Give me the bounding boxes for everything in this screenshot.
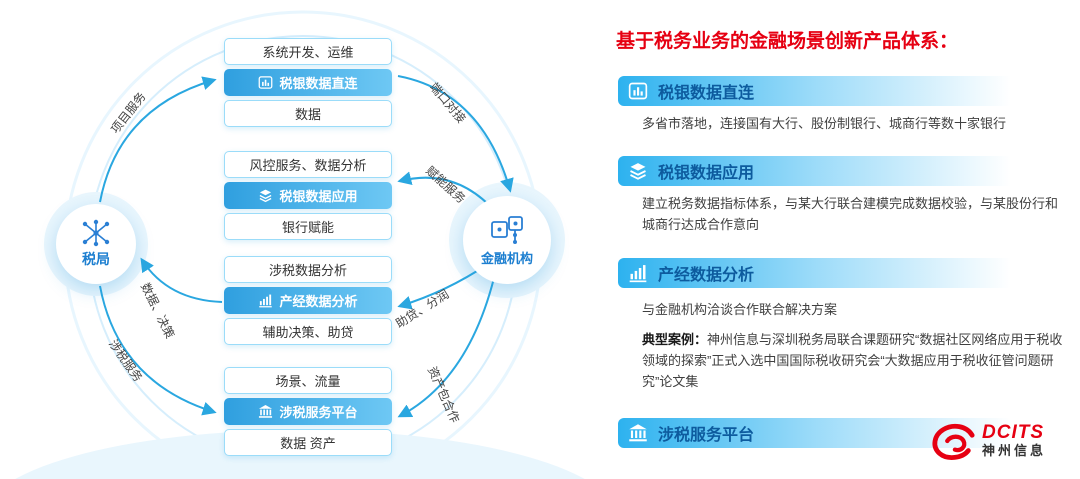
section-title-tax-platform: 涉税服务平台 — [658, 427, 755, 444]
tax-bureau-label: 税局 — [82, 251, 110, 267]
bar-chart-icon — [628, 263, 648, 283]
arrow-tax-to-card1 — [99, 76, 217, 203]
arrow-finance-to-card4 — [397, 277, 495, 418]
logo-name: 神州信息 — [982, 443, 1047, 459]
case-label: 典型案例： — [642, 332, 708, 347]
section-header-direct-link: 税银数据直连 — [618, 76, 1064, 106]
card2-mid-label: 税银数据应用 — [279, 189, 358, 204]
card4-bottom-row: 数据 资产 — [224, 429, 392, 456]
section-body-direct-link: 多省市落地，连接国有大行、股份制银行、城商行等数十家银行 — [642, 116, 1007, 131]
card-tax-service-platform: 场景、流量 涉税服务平台 数据 资产 — [224, 367, 392, 456]
tax-bureau-node: 税局 — [56, 204, 136, 284]
section-header-data-application: 税银数据应用 — [618, 156, 1064, 186]
card1-mid-label: 税银数据直连 — [279, 76, 358, 91]
card-industry-data-analysis: 涉税数据分析 产经数据分析 辅助决策、助贷 — [224, 256, 392, 345]
financial-institution-node: 金融机构 — [463, 196, 551, 284]
card3-mid-label: 产经数据分析 — [279, 294, 358, 309]
case-paragraph: 典型案例：神州信息与深圳税务局联合课题研究“数据社区网络应用于税收领域的探索”正… — [642, 330, 1068, 392]
dcits-swirl-icon — [932, 423, 975, 460]
card1-top-row: 系统开发、运维 — [224, 38, 392, 65]
card-tax-bank-data-application: 风控服务、数据分析 税银数据应用 银行赋能 — [224, 151, 392, 240]
card3-mid-row: 产经数据分析 — [224, 287, 392, 314]
panel-title: 基于税务业务的金融场景创新产品体系： — [616, 31, 959, 52]
card2-bottom-row: 银行赋能 — [224, 213, 392, 240]
card2-mid-row: 税银数据应用 — [224, 182, 392, 209]
card3-top-row: 涉税数据分析 — [224, 256, 392, 283]
flow-arrows — [99, 75, 514, 418]
card4-top-row: 场景、流量 — [224, 367, 392, 394]
card1-mid-row: 税银数据直连 — [224, 69, 392, 96]
card1-bottom-row: 数据 — [224, 100, 392, 127]
arrow-card1-to-finance — [397, 75, 514, 193]
bar-chart-box-icon — [628, 81, 648, 101]
company-logo: DCITS 神州信息 — [930, 421, 1046, 461]
section-body-data-application: 建立税务数据指标体系，与某大行联合建模完成数据校验，与某股份行和城商行达成合作意… — [642, 196, 1059, 232]
case-body: 神州信息与深圳税务局联合课题研究“数据社区网络应用于税收领域的探索”正式入选中国… — [642, 332, 1063, 389]
arrow-finance-to-card2 — [397, 171, 491, 207]
section-body-industry-analysis: 与金融机构洽谈合作联合解决方案 — [642, 302, 838, 317]
logo-brand: DCITS — [982, 422, 1044, 444]
network-icon — [82, 219, 110, 247]
financial-institution-label: 金融机构 — [480, 250, 533, 266]
card3-bottom-row: 辅助决策、助贷 — [224, 318, 392, 345]
section-title-direct-link: 税银数据直连 — [658, 85, 755, 102]
logo-text: DCITS 神州信息 — [982, 422, 1047, 459]
bar-chart-box-icon — [258, 75, 273, 90]
section-title-industry-analysis: 产经数据分析 — [658, 267, 755, 284]
card4-mid-label: 涉税服务平台 — [279, 405, 358, 420]
section-header-industry-analysis: 产经数据分析 — [618, 258, 1064, 288]
arrow-card3-to-tax — [140, 257, 223, 303]
card4-mid-row: 涉税服务平台 — [224, 398, 392, 425]
section-title-data-application: 税银数据应用 — [658, 165, 755, 182]
bar-chart-icon — [258, 293, 273, 308]
arrow-tax-to-card4 — [99, 285, 217, 416]
section-header-tax-platform: 涉税服务平台 — [618, 418, 1064, 448]
bank-icon — [628, 423, 648, 443]
layers-icon — [258, 188, 273, 203]
card2-top-row: 风控服务、数据分析 — [224, 151, 392, 178]
bank-icon — [258, 404, 273, 419]
linked-systems-icon — [491, 215, 523, 244]
layers-icon — [628, 161, 648, 181]
card-tax-bank-direct-link: 系统开发、运维 税银数据直连 数据 — [224, 38, 392, 127]
